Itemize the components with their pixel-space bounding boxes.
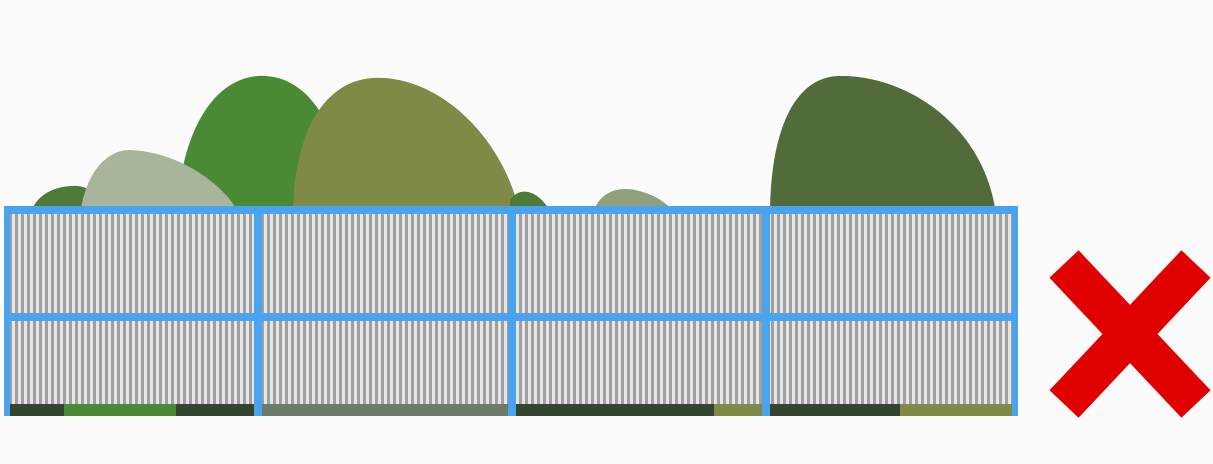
fence-post-1: [4, 206, 10, 416]
fence-post-2: [254, 206, 262, 416]
fence-post-4: [762, 206, 770, 416]
fence-post-3: [508, 206, 516, 416]
fence-post-5: [1012, 206, 1018, 416]
